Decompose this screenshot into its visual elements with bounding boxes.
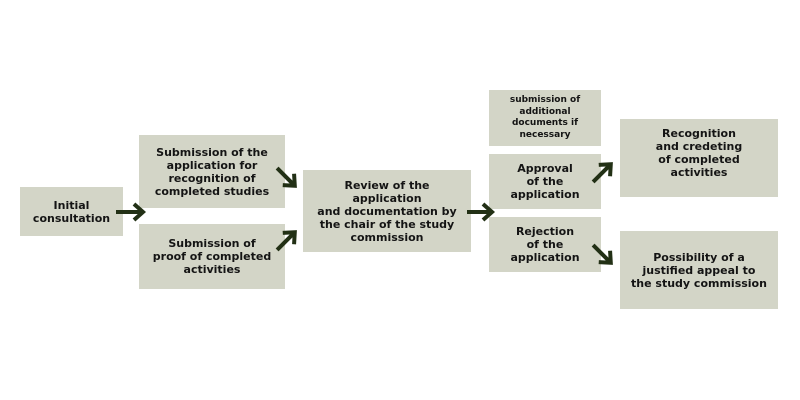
node-appeal-label: Possibility of a justified appeal to the… bbox=[631, 250, 767, 290]
node-submission-proof: Submission of proof of completed activit… bbox=[139, 224, 285, 289]
node-review-label: Review of the application and documentat… bbox=[317, 178, 457, 244]
node-initial-consultation-label: Initial consultation bbox=[32, 198, 111, 225]
node-submission-application-label: Submission of the application for recogn… bbox=[154, 145, 270, 198]
arrow-right-icon bbox=[275, 230, 297, 252]
node-review: Review of the application and documentat… bbox=[303, 170, 471, 252]
node-initial-consultation: Initial consultation bbox=[20, 187, 123, 236]
node-rejection: Rejection of the application bbox=[489, 217, 601, 272]
arrow-right-icon bbox=[116, 202, 147, 222]
node-submission-proof-label: Submission of proof of completed activit… bbox=[152, 237, 272, 276]
node-approval-label: Approval of the application bbox=[510, 162, 580, 201]
node-recognition: Recognition and credeting of completed a… bbox=[620, 119, 778, 197]
arrow-right-icon bbox=[275, 166, 297, 188]
node-approval: Approval of the application bbox=[489, 154, 601, 209]
node-additional-documents: submission of additional documents if ne… bbox=[489, 90, 601, 146]
node-recognition-label: Recognition and credeting of completed a… bbox=[655, 127, 743, 179]
arrow-right-icon bbox=[591, 162, 613, 184]
node-rejection-label: Rejection of the application bbox=[510, 225, 580, 264]
node-submission-application: Submission of the application for recogn… bbox=[139, 135, 285, 208]
arrow-right-icon bbox=[591, 243, 613, 265]
node-appeal: Possibility of a justified appeal to the… bbox=[620, 231, 778, 309]
node-additional-documents-label: submission of additional documents if ne… bbox=[509, 95, 581, 140]
arrow-right-icon bbox=[467, 202, 496, 222]
